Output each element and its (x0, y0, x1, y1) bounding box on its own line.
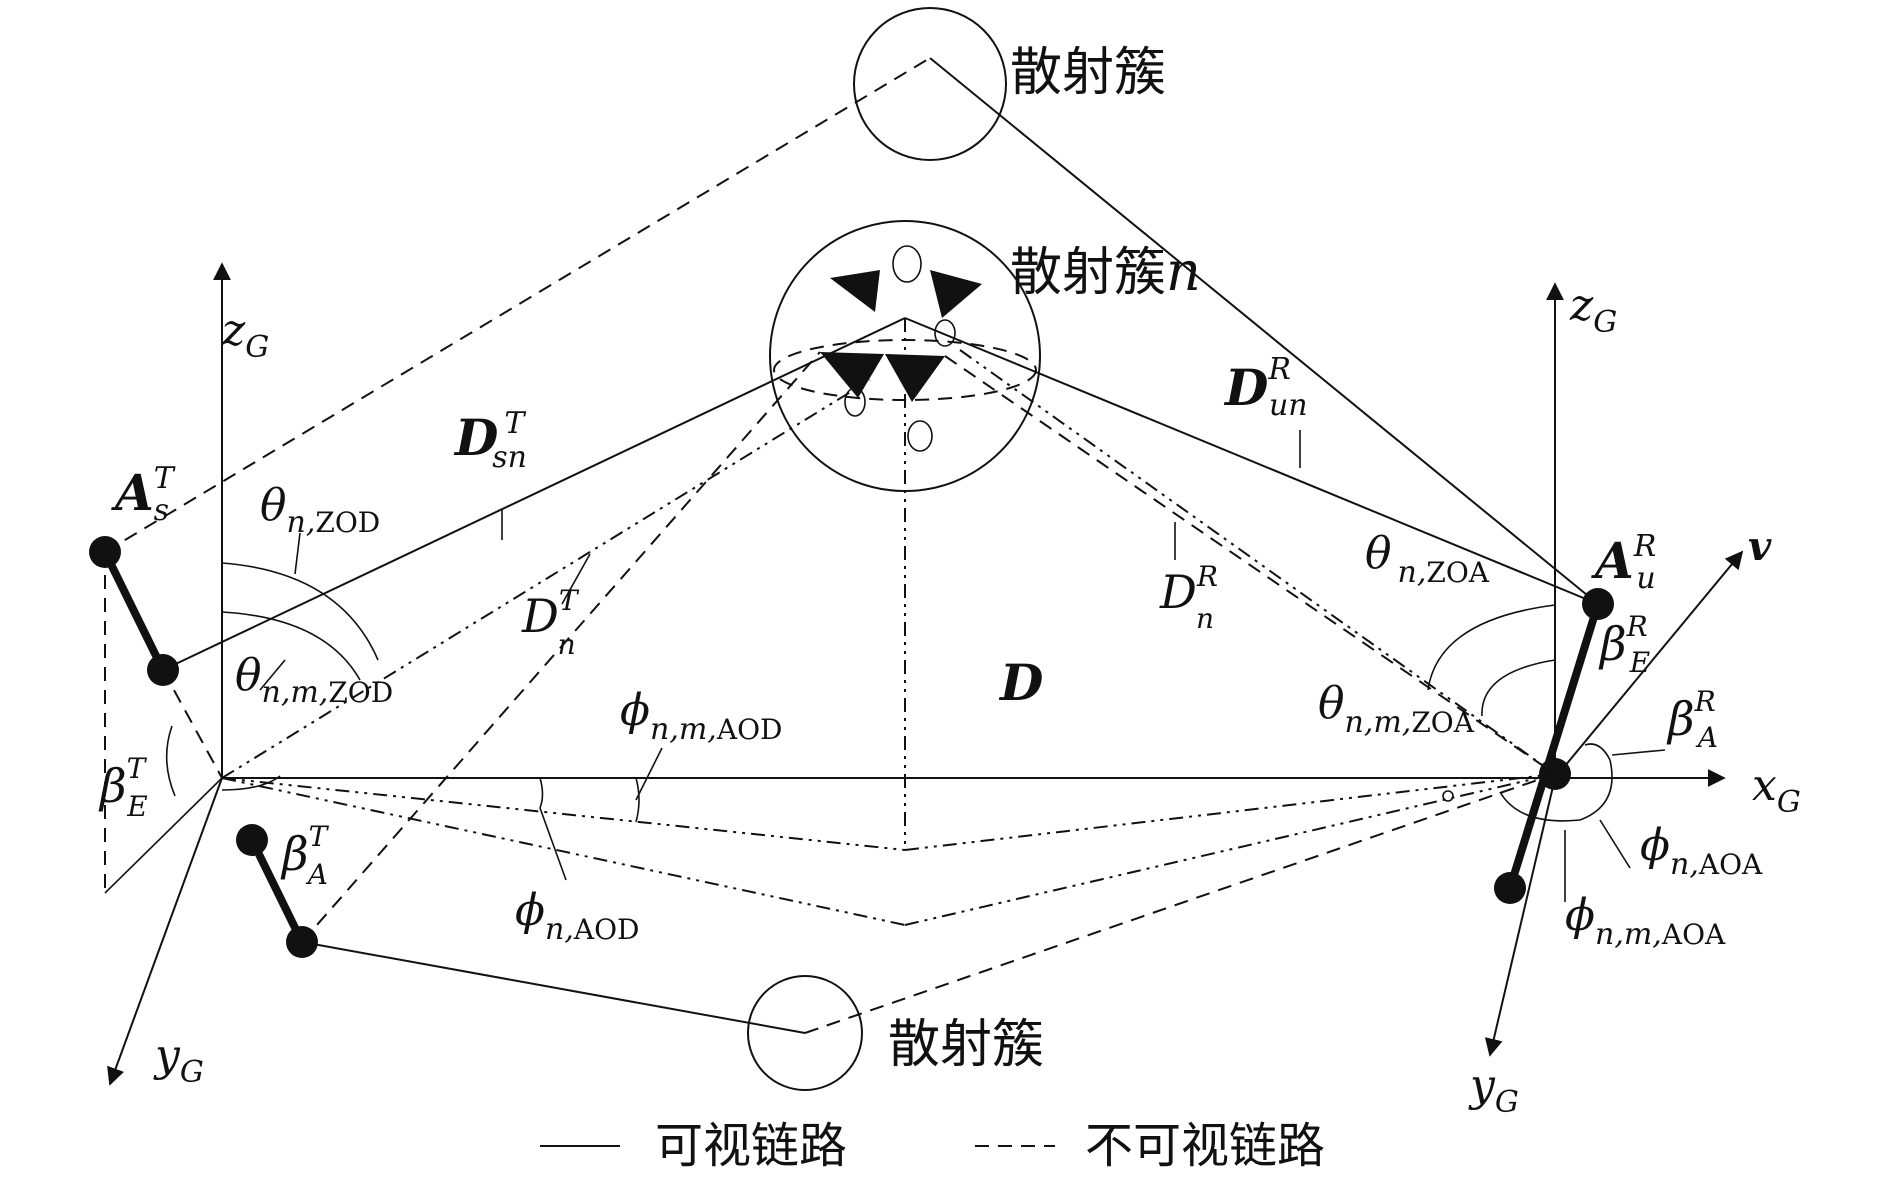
leader-beta-a-r (1611, 749, 1666, 756)
arc-beta-a-t (221, 775, 281, 791)
dd-tx-to-subpath (221, 379, 871, 779)
top-cluster-label: 散射簇 (1010, 43, 1166, 103)
rx-antenna-element (1506, 602, 1602, 890)
legend-los-label: 可视链路 (655, 1118, 847, 1174)
arc-phi-m-aod (635, 777, 640, 823)
phi-aod-label: ϕn,AOD (515, 885, 639, 947)
los-link-cluster-n-rx (904, 317, 1599, 605)
arc-theta-zod (221, 562, 379, 661)
leader-theta-m-zod (259, 659, 286, 691)
tx-antenna-element-1 (101, 550, 167, 672)
dd-tx-projection-2 (221, 777, 906, 926)
y-axis-left (107, 777, 223, 1086)
y-axis-right (1484, 777, 1556, 1057)
arc-beta-a-r (1584, 743, 1611, 761)
leader-phi-aod (539, 807, 567, 881)
dd-subpath-to-rx (959, 349, 1556, 775)
subpath-arrow-3 (820, 352, 884, 398)
subpath-arrow-4 (885, 354, 945, 402)
leader-phi-aoa (1599, 819, 1631, 869)
los-link-tx-bottom-cluster (301, 941, 806, 1034)
bottom-scatter-cluster (747, 975, 863, 1091)
v-label: v (1748, 523, 1772, 570)
arc-beta-e-t (165, 725, 176, 797)
phi-aoa-label: ϕn,AOA (1640, 820, 1763, 882)
phi-m-aod-label: ϕn,m,AOD (620, 685, 782, 747)
tx-element-drop (162, 669, 223, 779)
subpath-scatterer-4 (907, 420, 933, 452)
top-scatter-cluster (853, 7, 1007, 161)
y-left-label: yG (153, 1030, 204, 1090)
dd-tx-projection (221, 777, 906, 851)
los-link-tx-cluster-n (162, 317, 906, 671)
d-label: D (998, 653, 1043, 712)
z-left-label: zG (221, 305, 269, 365)
leader-theta-zod (294, 532, 301, 575)
y-right-label: yG (1468, 1060, 1519, 1120)
subpath-arrow-2 (930, 270, 982, 318)
leader-d-n-t (561, 553, 591, 605)
tx-antenna-node (236, 824, 268, 856)
phi-m-aoa-label: ϕn,m,AOA (1565, 890, 1726, 952)
arc-phi-aoa (1499, 759, 1613, 822)
tx-antenna-element-2 (248, 838, 306, 944)
arc-theta-m-zod (221, 611, 361, 681)
rx-antenna-node (1494, 872, 1526, 904)
los-link-top-cluster-rx (929, 57, 1599, 605)
arc-phi-aod (539, 777, 544, 809)
nlos-link-tx-cluster-n (301, 351, 821, 943)
small-marker (1442, 790, 1454, 802)
theta-m-zod-label: θn,m,ZOD (235, 650, 393, 710)
x-axis-label: xG (1752, 760, 1801, 820)
theta-zod-label: θn,ZOD (260, 480, 380, 540)
nlos-link-cluster-n-rx (944, 355, 1556, 775)
middle-cluster-label: 散射簇n (1010, 240, 1201, 303)
nlos-link-bottom-cluster-rx (804, 773, 1556, 1034)
legend-nlos-label: 不可视链路 (1085, 1118, 1325, 1174)
arc-theta-zoa (1427, 604, 1556, 691)
bottom-cluster-label: 散射簇 (888, 1015, 1044, 1075)
dd-rx-projection-2 (904, 773, 1556, 926)
theta-m-zoa-label: θn,m,ZOA (1318, 678, 1475, 740)
arc-theta-m-zoa (1481, 659, 1556, 717)
z-right-label: zG (1569, 280, 1617, 340)
tx-projection-base (104, 777, 223, 894)
leader-phi-m-aod (635, 747, 663, 801)
subpath-arrow-1 (830, 270, 880, 312)
dd-rx-projection (904, 773, 1556, 851)
subpath-scatterer-1 (892, 245, 922, 283)
velocity-vector (1554, 550, 1744, 779)
subpath-scatterer-2 (934, 319, 956, 347)
legend: 可视链路 不可视链路 (540, 1118, 1325, 1174)
